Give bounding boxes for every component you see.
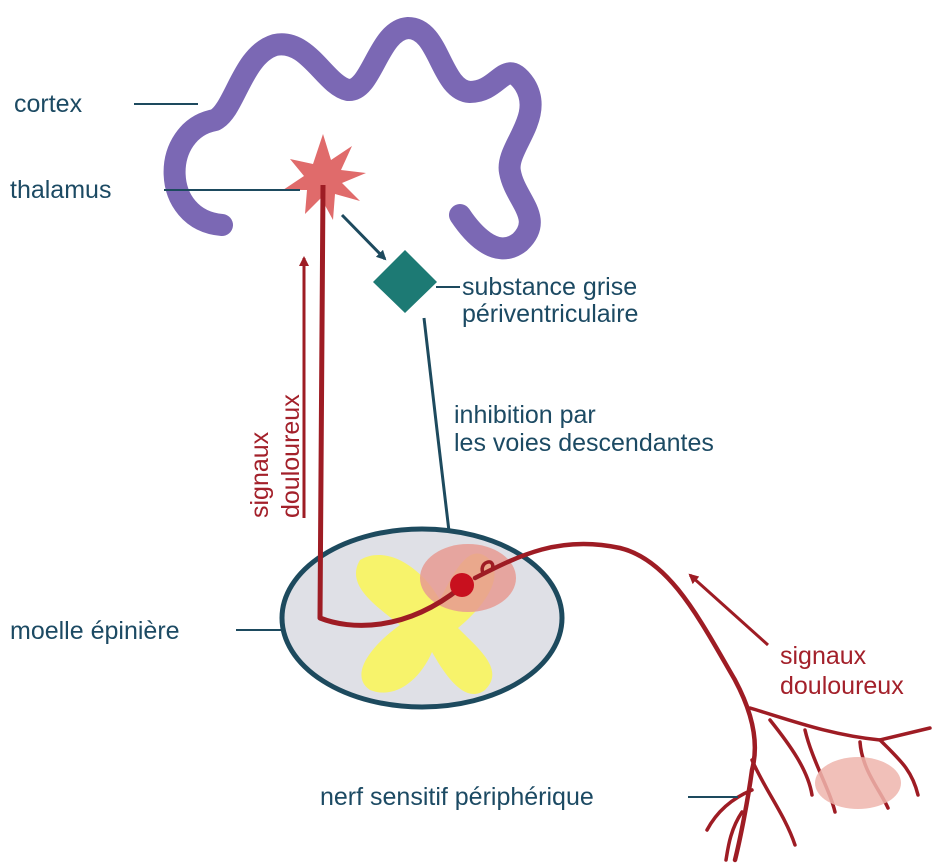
label-thalamus: thalamus: [10, 176, 111, 204]
label-substance-grise-line1: substance grise: [462, 273, 637, 301]
receptor-zone: [815, 757, 901, 809]
label-inhibition-line1: inhibition par: [454, 401, 596, 429]
label-signaux-right-line1: signaux: [780, 642, 867, 670]
label-moelle: moelle épinière: [10, 617, 180, 645]
synapse-dot: [450, 573, 474, 597]
label-signaux-vertical-line1: signaux: [246, 431, 274, 518]
vertical-signal-label: signaux douloureux: [246, 394, 305, 518]
label-nerf: nerf sensitif périphérique: [320, 783, 594, 811]
label-substance-grise-line2: périventriculaire: [462, 300, 638, 328]
label-cortex: cortex: [14, 90, 83, 118]
label-inhibition-line2: les voies descendantes: [454, 429, 714, 457]
peripheral-signal-arrow: [690, 575, 768, 645]
label-signaux-vertical-line2: douloureux: [277, 394, 305, 518]
periventricular-grey-diamond: [373, 250, 437, 313]
thalamus-to-grey-arrow: [342, 215, 385, 259]
cortex-shape: [175, 28, 531, 248]
label-signaux-right-line2: douloureux: [780, 672, 904, 700]
